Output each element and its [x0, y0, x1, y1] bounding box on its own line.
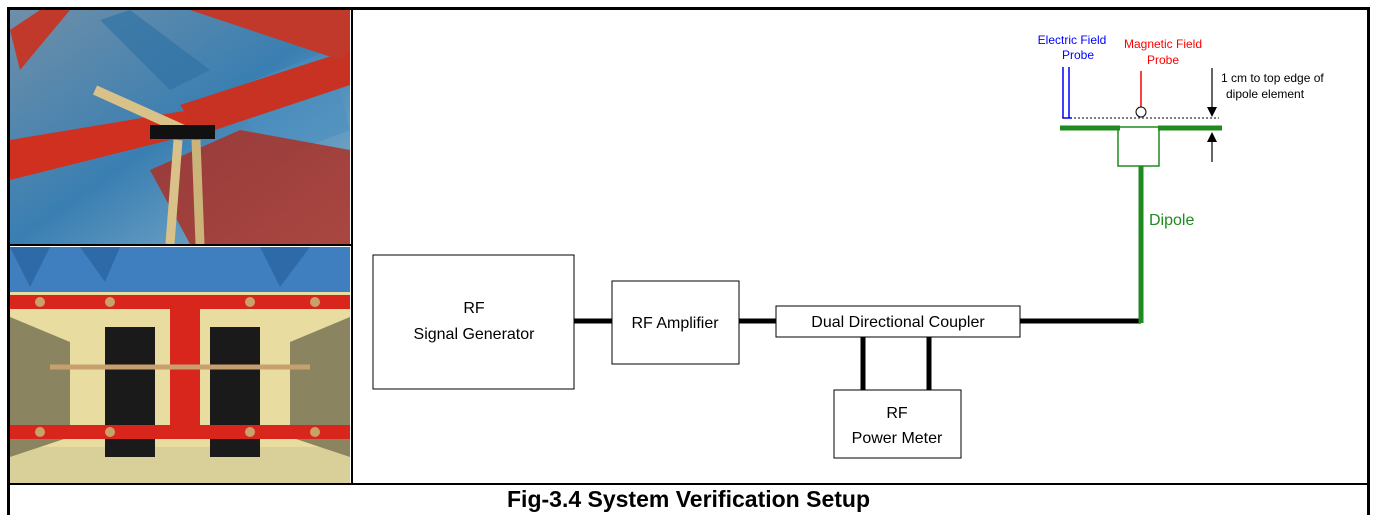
photo-column	[10, 10, 351, 483]
rf-amplifier-label: RF Amplifier	[631, 315, 719, 332]
electric-probe-label-2: Probe	[1062, 48, 1094, 62]
arrow-down-icon	[1207, 107, 1217, 117]
figure-caption: Fig-3.4 System Verification Setup	[507, 486, 870, 512]
coupler-label: Dual Directional Coupler	[811, 314, 985, 331]
power-meter-block: RF Power Meter	[833, 389, 962, 459]
spacing-label-1: 1 cm to top edge of	[1221, 71, 1324, 85]
photo-divider	[10, 244, 352, 246]
electric-field-probe: Electric Field Probe	[1038, 33, 1107, 119]
dipole-closeup-photo	[10, 10, 350, 244]
dipole: Dipole	[1060, 125, 1222, 323]
column-divider	[351, 10, 353, 484]
dipole-label: Dipole	[1149, 212, 1194, 229]
block-diagram: RF Signal Generator RF Amplifier Dual Di…	[354, 10, 1367, 483]
rf-amplifier-block: RF Amplifier	[611, 280, 740, 365]
signal-generator-label-1: RF	[463, 300, 485, 317]
spacing-indicator: 1 cm to top edge of dipole element	[1207, 68, 1324, 162]
caption-divider	[10, 483, 1368, 485]
arrow-up-icon	[1207, 132, 1217, 142]
signal-generator-block: RF Signal Generator	[372, 254, 575, 390]
power-meter-label-2: Power Meter	[852, 430, 943, 447]
magnetic-probe-label-1: Magnetic Field	[1124, 37, 1202, 51]
magnetic-field-probe: Magnetic Field Probe	[1124, 37, 1202, 118]
magnetic-probe-label-2: Probe	[1147, 53, 1179, 67]
coupler-block: Dual Directional Coupler	[775, 305, 1021, 338]
cables	[574, 318, 1141, 390]
power-meter-label-1: RF	[886, 405, 908, 422]
electric-probe-label-1: Electric Field	[1038, 33, 1107, 47]
figure-frame	[7, 7, 1370, 515]
dipole-topview-photo	[10, 247, 350, 483]
spacing-label-2: dipole element	[1226, 87, 1305, 101]
signal-generator-label-2: Signal Generator	[414, 326, 536, 343]
dipole-balun	[1117, 126, 1160, 167]
